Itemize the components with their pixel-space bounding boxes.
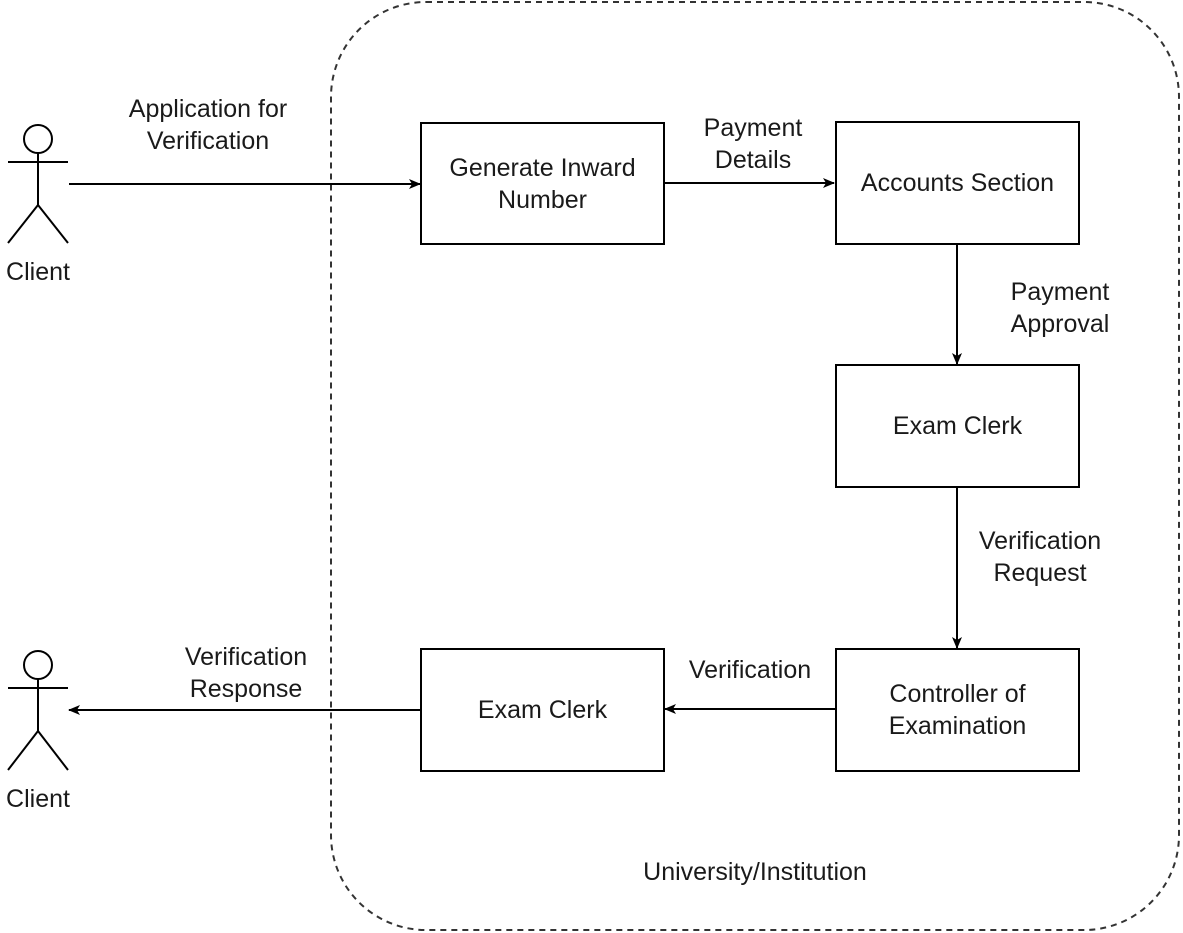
accounts-section-label: Accounts Section (860, 169, 1055, 197)
payment-details-line-2: Details (714, 146, 792, 174)
verification-response-line-2: Response (189, 675, 303, 703)
payment-details-edge-label: Payment Details (683, 112, 823, 176)
exam-clerk-box-1: Exam Clerk (835, 364, 1080, 488)
accounts-section-box: Accounts Section (835, 121, 1080, 245)
institution-boundary-label: University/Institution (643, 858, 867, 886)
verification-request-line-1: Verification (978, 527, 1102, 555)
generate-inward-line-1: Generate Inward (449, 153, 636, 182)
generate-inward-line-2: Number (498, 185, 587, 214)
exam-clerk-1-label: Exam Clerk (892, 412, 1023, 440)
verification-response-edge-label: Verification Response (166, 641, 326, 705)
client-bottom-actor-icon (7, 650, 69, 771)
client-top-label: Client (6, 258, 70, 286)
controller-of-examination-box: Controller of Examination (835, 648, 1080, 772)
payment-approval-line-2: Approval (1010, 310, 1110, 338)
verification-request-edge-label: Verification Request (960, 525, 1120, 589)
verification-request-line-2: Request (993, 559, 1087, 587)
verification-edge-label: Verification (688, 656, 812, 684)
verification-response-line-1: Verification (184, 643, 308, 671)
payment-approval-line-1: Payment (1010, 278, 1110, 306)
client-top-actor-icon (7, 124, 69, 244)
application-line-1: Application for (128, 95, 288, 123)
exam-clerk-box-2: Exam Clerk (420, 648, 665, 772)
application-line-2: Verification (146, 127, 270, 155)
payment-approval-edge-label: Payment Approval (990, 276, 1130, 340)
application-edge-label: Application for Verification (108, 93, 308, 157)
payment-details-line-1: Payment (703, 114, 803, 142)
controller-line-2: Examination (888, 712, 1027, 740)
controller-line-1: Controller of (889, 680, 1026, 708)
exam-clerk-2-label: Exam Clerk (477, 696, 608, 724)
generate-inward-number-box: Generate Inward Number (420, 122, 665, 245)
client-bottom-label: Client (6, 785, 70, 813)
